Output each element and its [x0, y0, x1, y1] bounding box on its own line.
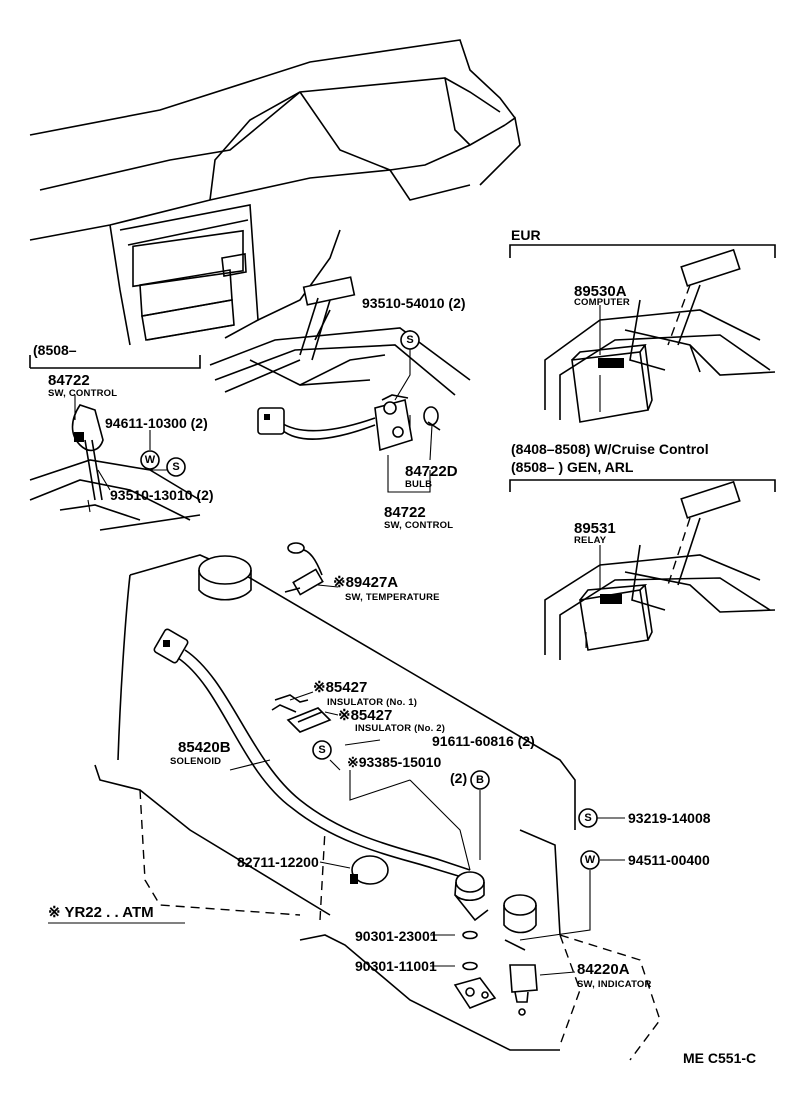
eur-box — [509, 244, 776, 423]
callout-91611-number: 91611-60816 (2) — [432, 733, 535, 749]
callout-85427-1-number: ※85427 — [313, 679, 367, 696]
applicability-note: ※ YR22 . . ATM — [48, 904, 154, 921]
callout-84722-mid-desc: SW, CONTROL — [384, 520, 453, 531]
callout-84220a-number: 84220A — [577, 961, 630, 978]
callout-85420b-number: 85420B — [178, 739, 231, 756]
callout-93385-number: ※93385-15010 — [347, 754, 441, 770]
callout-85427-1-desc: INSULATOR (No. 1) — [327, 697, 417, 708]
callout-84722-top-number: 84722 — [48, 372, 90, 389]
callout-93219-number: 93219-14008 — [628, 810, 711, 826]
callout-85427-2-number: ※85427 — [338, 707, 392, 724]
callout-90301-23001-number: 90301-23001 — [355, 928, 438, 944]
symbol-screw-top: S — [400, 330, 420, 350]
callout-85420b-desc: SOLENOID — [170, 756, 221, 767]
reservoir-tank — [94, 554, 661, 1061]
left-shift-box — [29, 355, 201, 531]
symbol-washer-legend: W — [580, 850, 600, 870]
svg-text:S: S — [318, 744, 325, 756]
dashboard-illustration — [29, 39, 521, 346]
callout-84722d-number: 84722D — [405, 463, 458, 480]
callout-89531-number: 89531 — [574, 520, 616, 537]
insulators — [271, 694, 332, 733]
svg-text:S: S — [172, 461, 179, 473]
symbol-screw-left: S — [166, 457, 186, 477]
callout-93510-54010-number: 93510-54010 (2) — [362, 295, 466, 311]
header-cruise-line2: (8508– ) GEN, ARL — [511, 459, 634, 475]
callout-93385-qty: (2) — [450, 770, 467, 786]
symbol-washer-left: W — [140, 450, 160, 470]
callout-94511-number: 94511-00400 — [628, 852, 710, 868]
callout-89427a-desc: SW, TEMPERATURE — [345, 592, 440, 603]
callout-84722d-desc: BULB — [405, 479, 432, 490]
callout-85427-2-desc: INSULATOR (No. 2) — [355, 723, 445, 734]
callout-90301-11001-number: 90301-11001 — [355, 958, 437, 974]
svg-text:W: W — [145, 454, 156, 466]
center-shift-console — [209, 276, 471, 452]
callout-82711-number: 82711-12200 — [237, 854, 319, 870]
callout-89530a-number: 89530A — [574, 283, 627, 300]
symbol-screw-mid: S — [312, 740, 332, 760]
diagram-code: ME C551-C — [683, 1050, 756, 1066]
callout-84722-mid-number: 84722 — [384, 504, 426, 521]
callout-89531-desc: RELAY — [574, 535, 607, 546]
header-eur: EUR — [511, 227, 541, 243]
header-8508-left: (8508– — [33, 342, 77, 358]
leader-lines — [74, 305, 625, 976]
svg-text:W: W — [585, 854, 596, 866]
callout-89530a-desc: COMPUTER — [574, 297, 630, 308]
callout-94611-number: 94611-10300 (2) — [105, 415, 208, 431]
svg-text:S: S — [406, 334, 413, 346]
symbol-screw-legend: S — [578, 808, 598, 828]
clamp — [350, 855, 389, 885]
cruise-box — [509, 479, 776, 660]
callout-93510-13010-number: 93510-13010 (2) — [110, 487, 214, 503]
callout-89427a-number: ※89427A — [333, 574, 398, 591]
solenoid-cable — [153, 628, 471, 879]
symbol-bolt: B — [470, 770, 490, 790]
callout-84220a-desc: SW, INDICATOR — [577, 979, 652, 990]
solenoid-assembly — [453, 871, 538, 1016]
header-cruise-line1: (8408–8508) W/Cruise Control — [511, 441, 709, 457]
callout-84722-top-desc: SW, CONTROL — [48, 388, 117, 399]
svg-text:B: B — [476, 774, 484, 786]
temperature-switch — [284, 542, 324, 596]
svg-text:S: S — [584, 812, 591, 824]
